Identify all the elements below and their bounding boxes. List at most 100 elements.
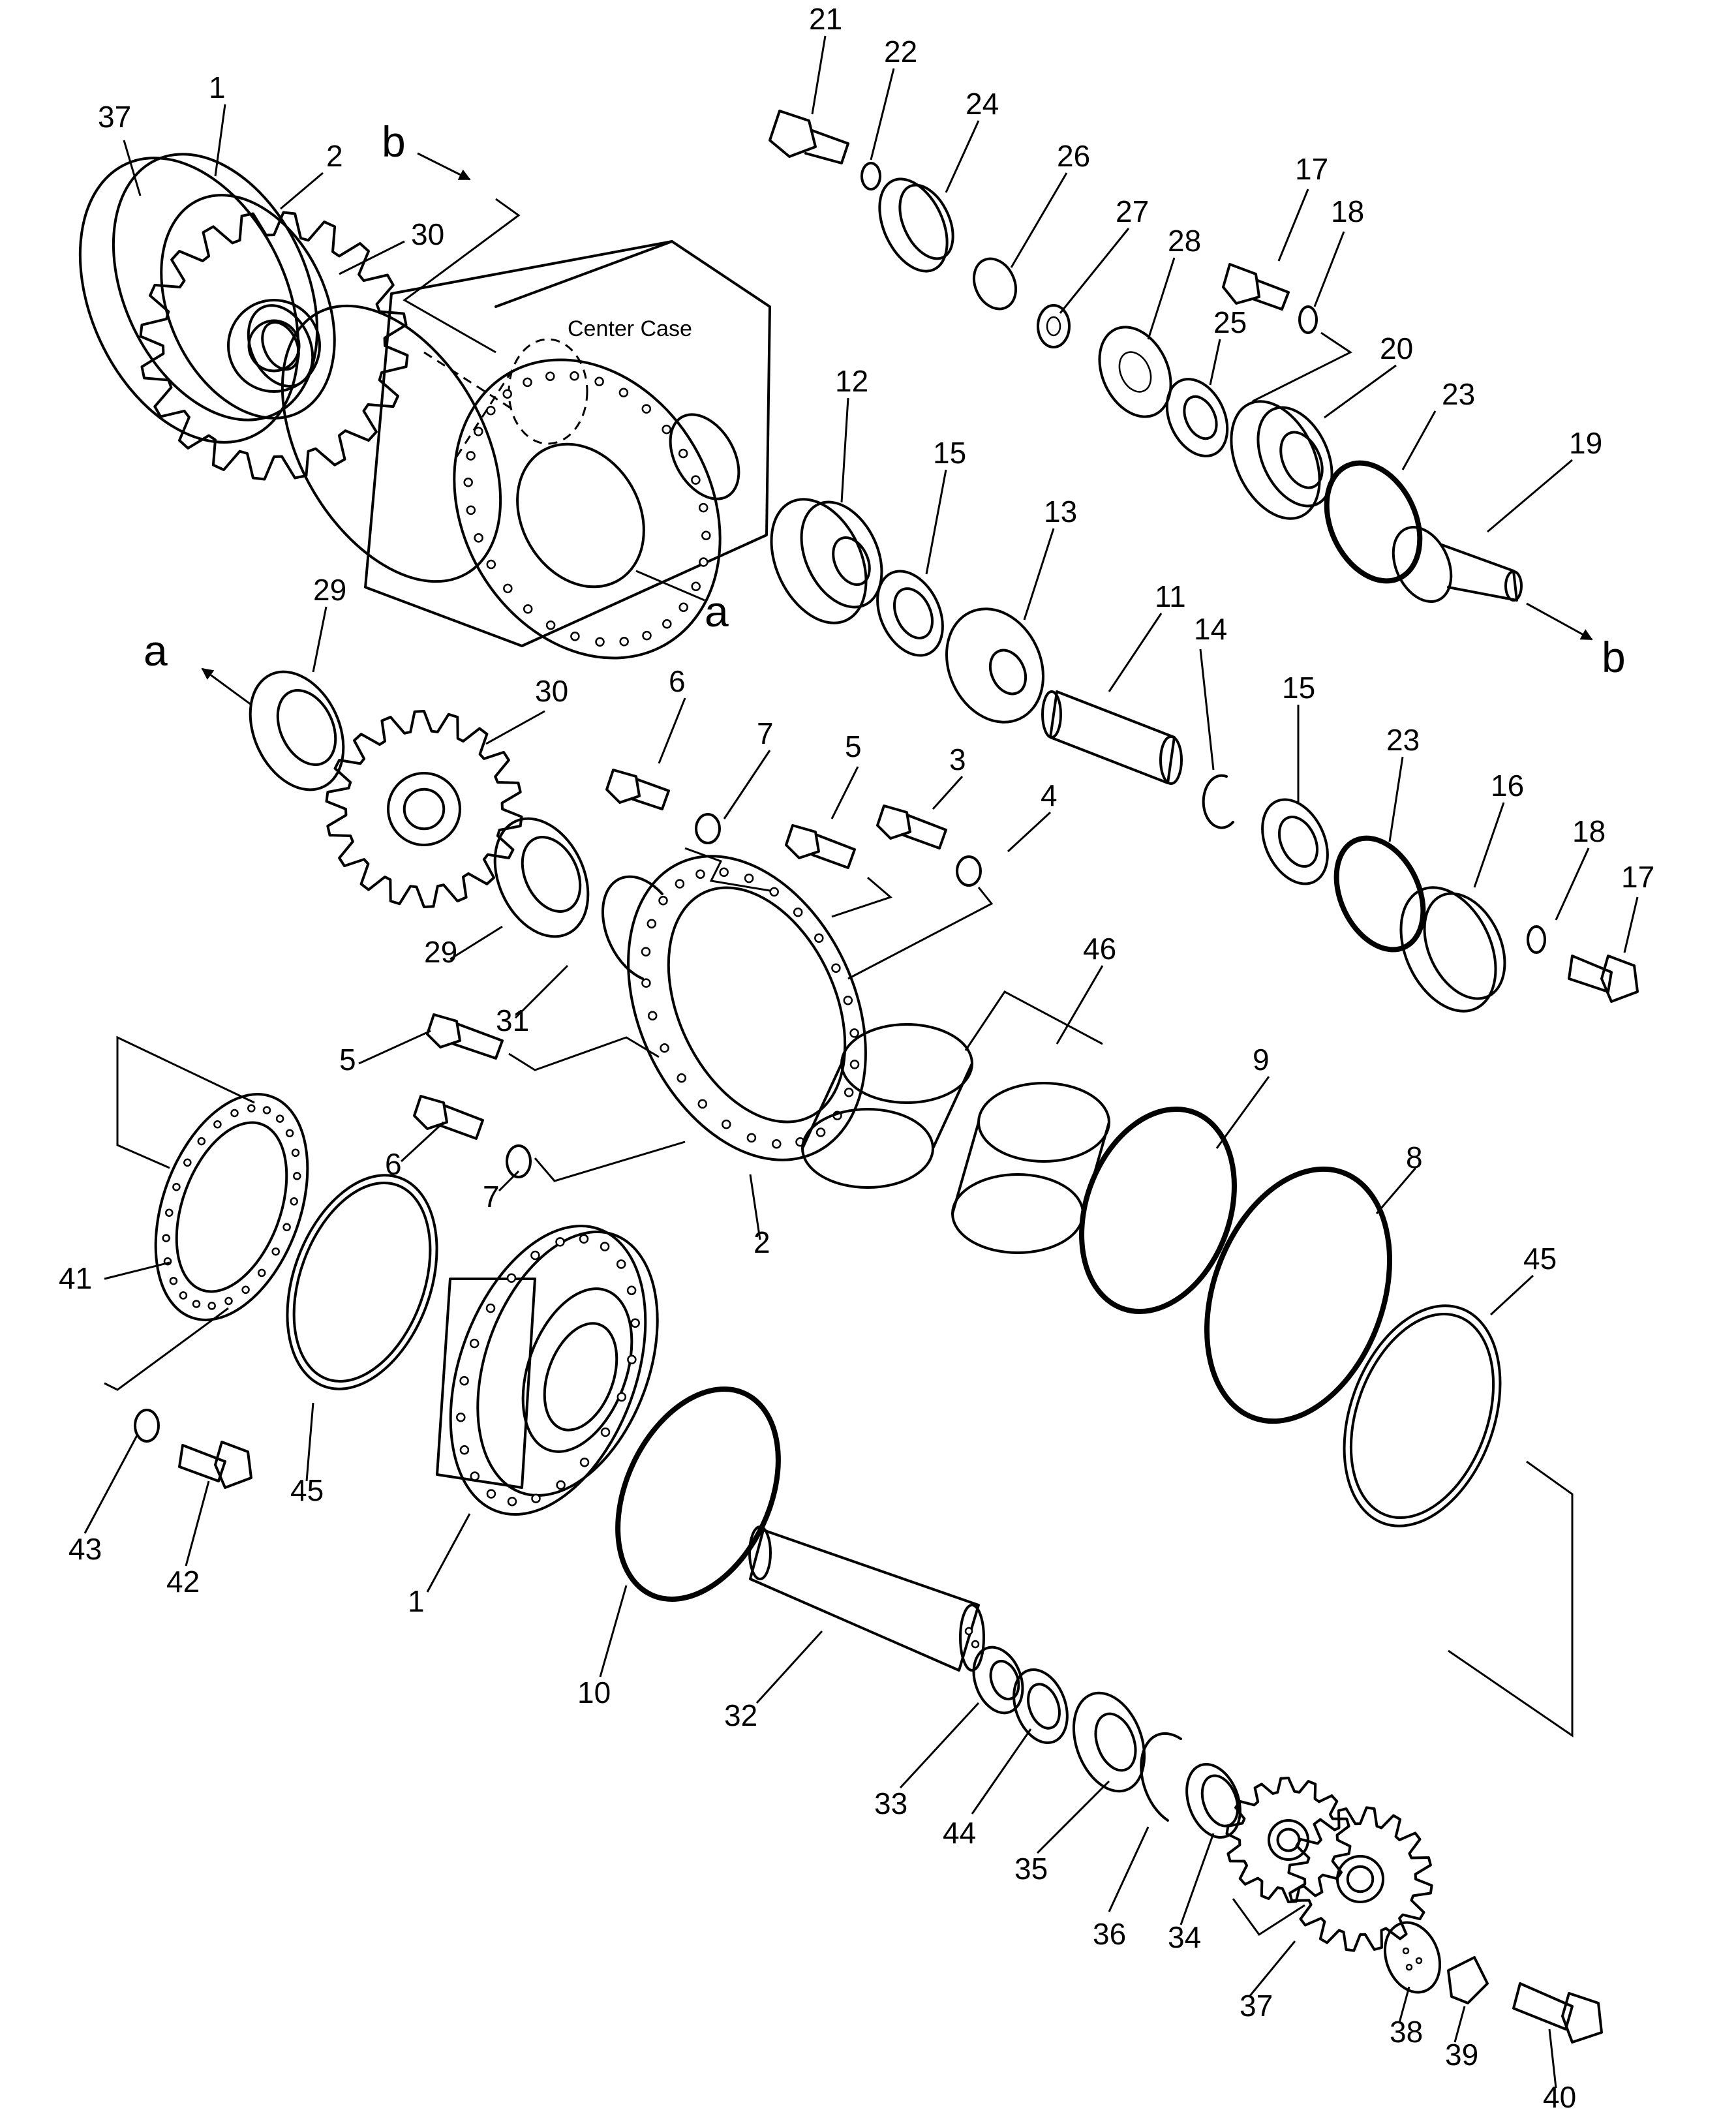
part-label-17: 17	[1621, 860, 1654, 894]
part-label-1: 1	[209, 70, 226, 104]
part-label-45: 45	[1523, 1242, 1557, 1276]
part-label-10: 10	[577, 1676, 611, 1709]
leader-line	[945, 120, 980, 193]
gear-37-large	[1287, 1806, 1433, 1952]
leader-line	[658, 697, 686, 764]
part-label-21: 21	[809, 2, 842, 36]
spacer-33	[972, 1646, 1024, 1715]
snap-ring-36	[1140, 1732, 1182, 1822]
nut-26	[972, 257, 1018, 311]
part-label-17: 17	[1295, 152, 1328, 186]
part-label-16: 16	[1491, 769, 1524, 803]
leader-line	[514, 964, 569, 1019]
leader-line	[1401, 410, 1437, 470]
part-label-23: 23	[1386, 723, 1420, 757]
leader-line	[1036, 1780, 1110, 1854]
part-label-30: 30	[535, 674, 568, 708]
leader-line	[123, 140, 142, 196]
o-ring-8	[1204, 1166, 1393, 1424]
leader-line	[1108, 613, 1163, 692]
bracket-37	[1232, 1898, 1305, 1937]
lock-plate-39	[1447, 1956, 1489, 2004]
part-label-7: 7	[483, 1180, 500, 1214]
leader-line	[1555, 848, 1590, 921]
cover-16	[1399, 886, 1506, 1013]
part-label-9: 9	[1253, 1043, 1270, 1077]
reference-lines	[104, 152, 1593, 1738]
part-label-25: 25	[1213, 305, 1247, 339]
leader-line	[723, 750, 771, 820]
part-label-31: 31	[496, 1003, 529, 1037]
leader-line	[1473, 802, 1505, 888]
part-label-29: 29	[424, 935, 457, 969]
leader-line	[1010, 172, 1068, 268]
gear-13	[945, 607, 1044, 724]
leader-line	[1454, 2006, 1466, 2043]
bearing-35	[1072, 1691, 1146, 1793]
leader-line	[1108, 1826, 1150, 1912]
shaft-32	[748, 1525, 985, 1672]
gear-30-middle	[325, 710, 523, 908]
leader-line	[811, 35, 827, 115]
washer-18-lower	[1527, 925, 1546, 954]
leader-line	[214, 104, 226, 177]
ref-marker-a-case: a	[705, 587, 729, 636]
bushing-46-a	[801, 1023, 973, 1189]
bolt-17-top	[1222, 263, 1290, 311]
part-label-5: 5	[339, 1043, 356, 1077]
part-label-13: 13	[1044, 495, 1077, 528]
part-label-15: 15	[933, 436, 966, 470]
bracket-46	[964, 990, 1103, 1051]
bolt-21	[769, 110, 849, 164]
part-label-18: 18	[1572, 814, 1606, 848]
part-number-labels: 3712302122242627281718252023191215131114…	[59, 2, 1654, 2114]
part-label-2: 2	[754, 1225, 770, 1259]
part-label-41: 41	[59, 1261, 92, 1295]
leader-line	[1398, 1986, 1410, 2023]
leader-line	[899, 1702, 980, 1789]
part-label-37: 37	[98, 100, 131, 134]
o-ring-23-lower	[1333, 835, 1426, 953]
leader-line	[1059, 228, 1130, 314]
leader-lines	[84, 35, 1639, 2089]
plate-28	[1098, 326, 1172, 418]
part-label-29: 29	[313, 573, 346, 607]
part-label-44: 44	[943, 1816, 976, 1850]
leader-line	[971, 1728, 1032, 1815]
part-label-40: 40	[1543, 2080, 1576, 2114]
part-label-6: 6	[669, 664, 686, 698]
hub-12	[770, 498, 883, 624]
bushing-46-b	[951, 1082, 1110, 1254]
leader-line	[1056, 965, 1104, 1045]
leader-line	[749, 1174, 761, 1240]
leader-line	[1623, 896, 1639, 953]
pinion-19	[1392, 526, 1523, 603]
part-label-33: 33	[874, 1786, 907, 1820]
leader-line	[1248, 1940, 1296, 1997]
bearing-25	[1165, 378, 1229, 457]
leader-line	[830, 766, 859, 820]
part-label-4: 4	[1041, 778, 1058, 812]
leader-line	[498, 1170, 520, 1192]
o-ring-23-top	[1324, 460, 1423, 584]
leader-line	[925, 469, 947, 575]
center-case-label: Center Case	[568, 316, 692, 341]
leader-line	[485, 710, 545, 745]
ref-marker-a-left: a	[144, 626, 168, 675]
part-label-39: 39	[1445, 2038, 1478, 2072]
part-label-2: 2	[326, 139, 343, 173]
bearing-15-lower	[1261, 798, 1329, 885]
washer-22	[860, 162, 881, 191]
leader-line	[185, 1480, 210, 1567]
leader-line	[449, 925, 503, 960]
cage-20	[1230, 400, 1333, 520]
part-label-36: 36	[1093, 1917, 1126, 1951]
leader-line	[1147, 257, 1176, 340]
seal-ring-45-left	[286, 1174, 438, 1390]
part-label-24: 24	[966, 87, 999, 121]
leader-line	[1375, 1167, 1417, 1214]
leader-line	[1548, 2029, 1557, 2089]
leader-line	[599, 1585, 628, 1677]
bearing-29-upper	[249, 670, 345, 791]
